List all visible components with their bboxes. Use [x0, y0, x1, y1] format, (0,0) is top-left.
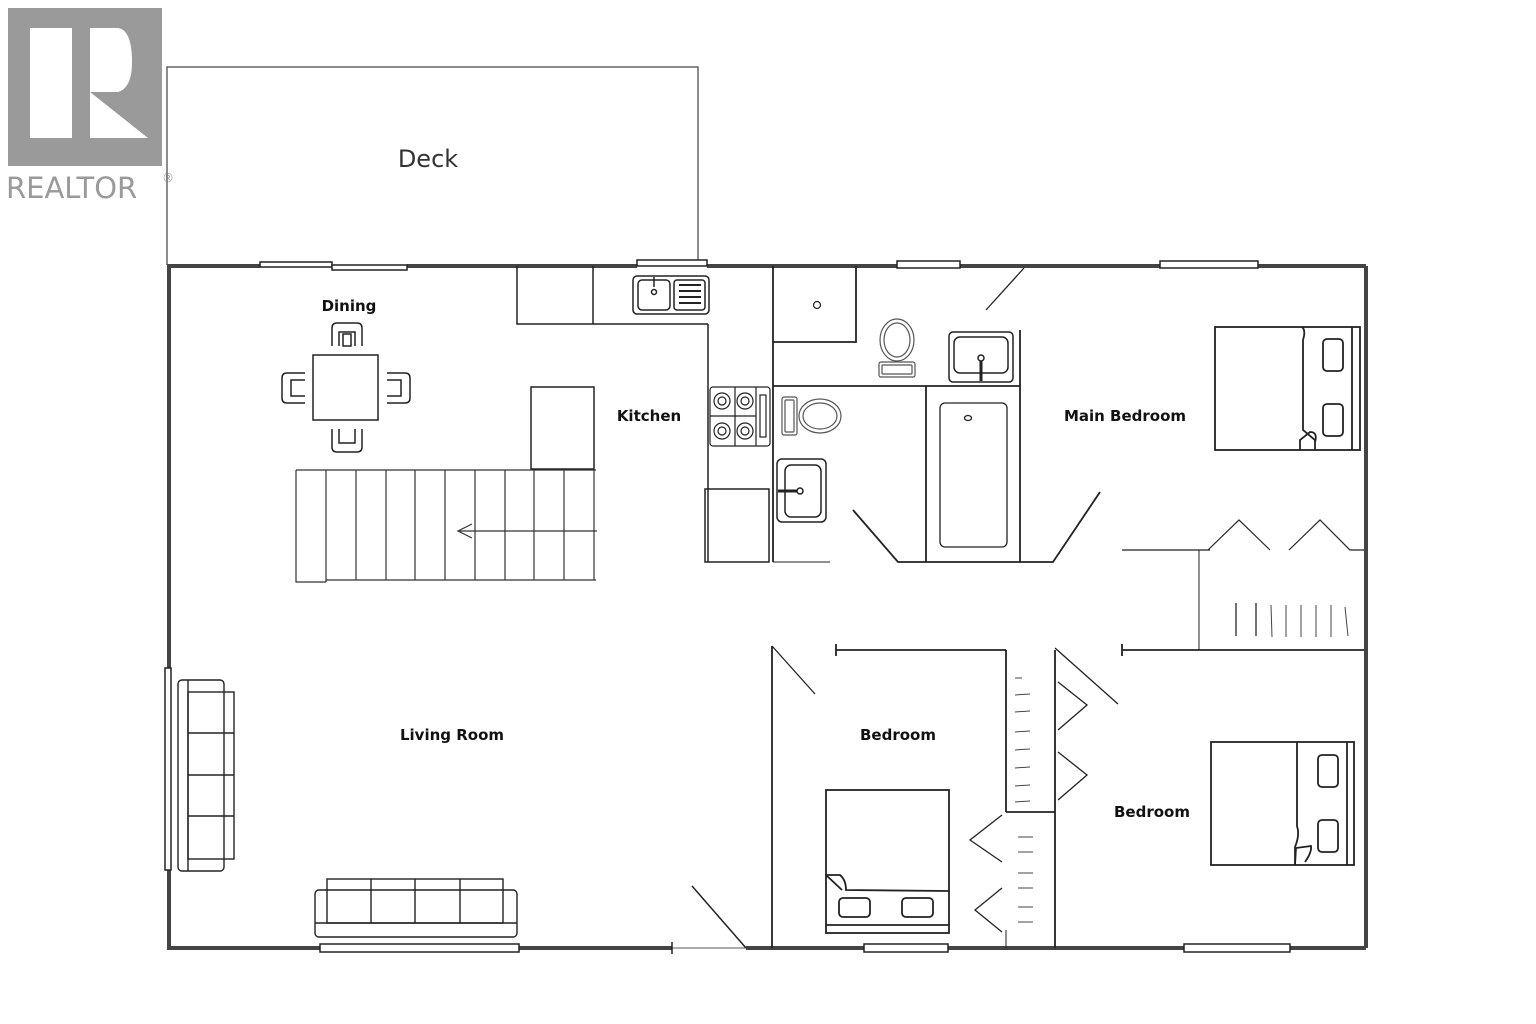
room-label-bedroom: Bedroom: [860, 726, 936, 744]
toilet-icon: [781, 396, 842, 436]
realtor-logo: REALTOR ®: [6, 8, 174, 205]
bed-icon: [1210, 741, 1355, 866]
kitchen-counters: [516, 266, 770, 563]
kitchen-sink-icon: [632, 275, 710, 315]
room-label-main-bedroom: Main Bedroom: [1064, 407, 1186, 425]
front-door: [671, 885, 747, 954]
windows: [164, 259, 1291, 953]
deck-area: [166, 66, 699, 265]
room-label-kitchen: Kitchen: [617, 407, 681, 425]
stove-icon: [709, 386, 771, 447]
shower-drain-icon: [812, 300, 822, 310]
stairs-icon: [295, 469, 597, 583]
interior-walls: [771, 266, 1364, 948]
sofa-icon: [314, 878, 518, 938]
room-label-deck: Deck: [398, 145, 458, 173]
exterior-walls: [167, 264, 1368, 950]
interior-doors: [771, 267, 1119, 933]
sofa-icon: [177, 679, 235, 872]
bathtub-icon: [939, 402, 1008, 548]
registered-mark: ®: [162, 171, 174, 185]
bed-icon: [825, 789, 950, 934]
bathroom-sink-icon: [948, 331, 1014, 383]
room-label-dining: Dining: [322, 297, 377, 315]
bathroom-sink-icon: [776, 458, 827, 523]
dining-table-icon: [281, 322, 411, 453]
realtor-wordmark: REALTOR: [6, 171, 137, 205]
closet-hangers: [1014, 603, 1349, 923]
room-label-bedroom: Bedroom: [1114, 803, 1190, 821]
toilet-icon: [878, 318, 916, 378]
room-label-living-room: Living Room: [400, 726, 504, 744]
bed-icon: [1214, 326, 1361, 451]
